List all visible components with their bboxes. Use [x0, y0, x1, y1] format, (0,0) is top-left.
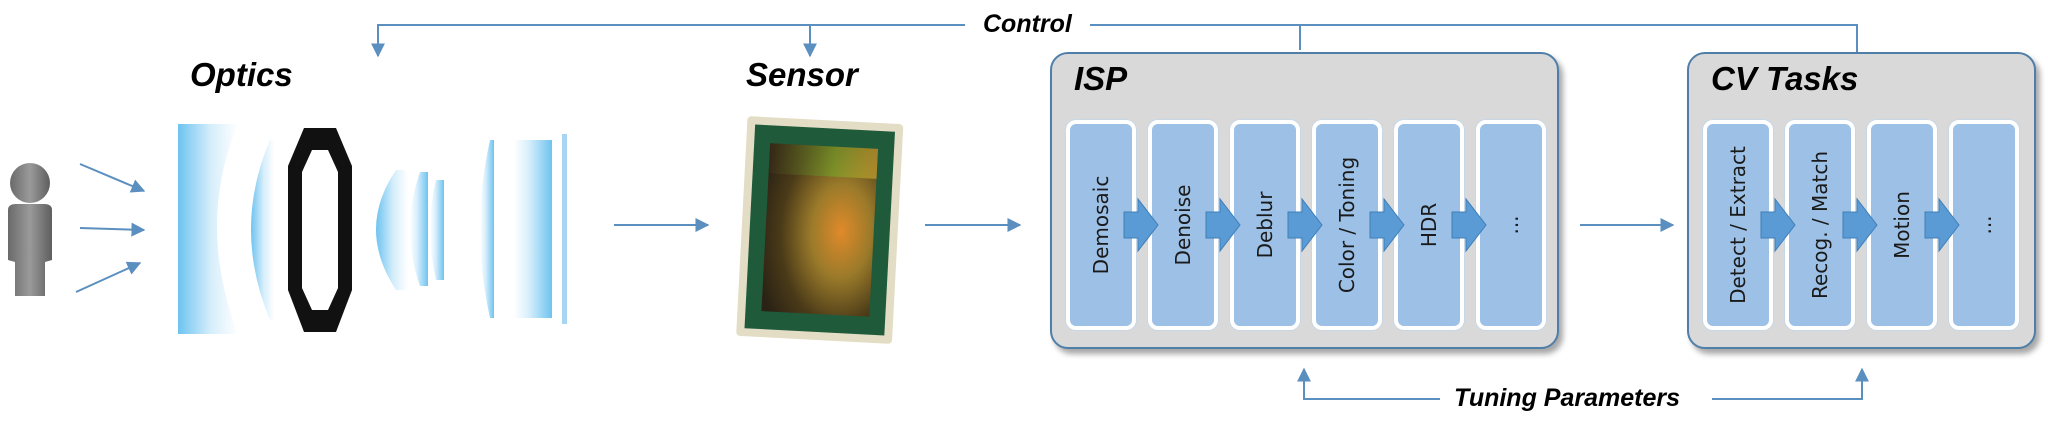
step-label: Detect / Extract [1726, 146, 1750, 304]
step-label: Recog. / Match [1808, 150, 1832, 300]
step-label: Denoise [1171, 184, 1195, 266]
flow-arrows [75, 163, 1675, 293]
isp-step-deblur: Deblur [1230, 120, 1300, 330]
cv-step-detect-extract: Detect / Extract [1703, 120, 1773, 330]
step-label: Demosaic [1089, 175, 1113, 275]
tuning-connector [1297, 367, 1869, 400]
tuning-parameters-label: Tuning Parameters [1446, 384, 1689, 413]
control-label: Control [975, 10, 1080, 39]
person-icon [8, 163, 52, 296]
optics-lens-stack-icon [178, 124, 567, 334]
isp-step-more: ... [1476, 120, 1546, 330]
step-label: ... [1972, 215, 1996, 235]
optics-title: Optics [190, 56, 293, 93]
cv-step-motion: Motion [1867, 120, 1937, 330]
cv-tasks-title: CV Tasks [1711, 60, 1859, 97]
sensor-title: Sensor [746, 56, 858, 93]
cv-step-recog-match: Recog. / Match [1785, 120, 1855, 330]
isp-step-color-toning: Color / Toning [1312, 120, 1382, 330]
step-label: Motion [1890, 191, 1914, 259]
isp-title: ISP [1074, 60, 1128, 97]
step-label: HDR [1417, 202, 1441, 248]
step-label: Deblur [1253, 191, 1277, 259]
isp-panel: ISP Demosaic Denoise Deblur Color / Toni… [1050, 52, 1559, 349]
cv-tasks-panel: CV Tasks Detect / Extract Recog. / Match… [1687, 52, 2036, 349]
isp-step-demosaic: Demosaic [1066, 120, 1136, 330]
image-sensor-icon [736, 116, 904, 344]
step-label: ... [1499, 215, 1523, 235]
step-label: Color / Toning [1335, 156, 1359, 294]
cv-step-more: ... [1949, 120, 2019, 330]
control-connector [371, 24, 1858, 65]
isp-step-denoise: Denoise [1148, 120, 1218, 330]
isp-step-hdr: HDR [1394, 120, 1464, 330]
